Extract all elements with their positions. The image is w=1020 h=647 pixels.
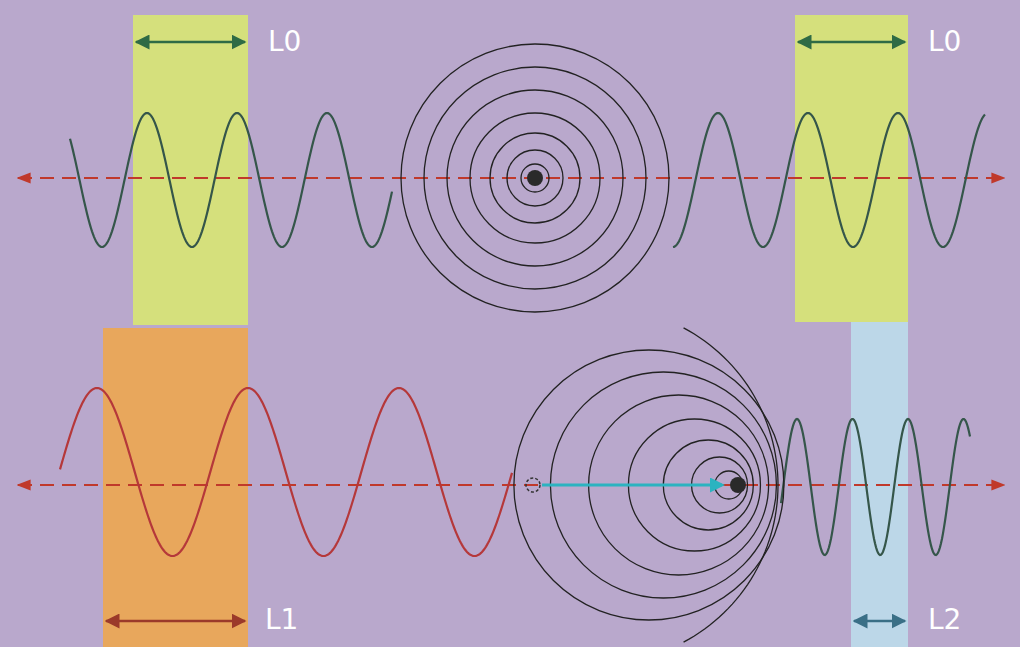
dimension-arrow bbox=[136, 41, 245, 44]
wavelength-band bbox=[103, 328, 248, 647]
motion-arrow bbox=[542, 484, 722, 487]
wavelength-label: L2 bbox=[928, 606, 961, 634]
dimension-arrow bbox=[798, 41, 905, 44]
moving-source bbox=[730, 477, 746, 493]
dimension-arrow bbox=[854, 620, 905, 623]
wavelength-band bbox=[133, 15, 248, 325]
wave-curve bbox=[673, 113, 985, 247]
wavefront-circle bbox=[490, 133, 580, 223]
wavefront-circle bbox=[424, 67, 646, 289]
wavelength-label: L0 bbox=[928, 28, 961, 56]
wavefront-circle bbox=[514, 350, 784, 620]
wavelength-band bbox=[795, 15, 908, 322]
wavelength-label: L0 bbox=[268, 28, 301, 56]
wavefront-circle bbox=[507, 150, 563, 206]
wavefront-circle bbox=[447, 90, 623, 266]
axis-line bbox=[18, 177, 1004, 179]
wave-curve bbox=[781, 419, 970, 555]
wavefront-circle bbox=[521, 164, 549, 192]
wavelength-label: L1 bbox=[265, 606, 298, 634]
wave-curve bbox=[60, 388, 512, 556]
source-old-position bbox=[526, 478, 540, 492]
dimension-arrow bbox=[106, 620, 245, 623]
wavefront-circle bbox=[401, 44, 669, 312]
wavefront-circle bbox=[470, 113, 600, 243]
axis-line bbox=[18, 484, 1004, 486]
wave-curve bbox=[70, 113, 392, 247]
stationary-source bbox=[527, 170, 543, 186]
